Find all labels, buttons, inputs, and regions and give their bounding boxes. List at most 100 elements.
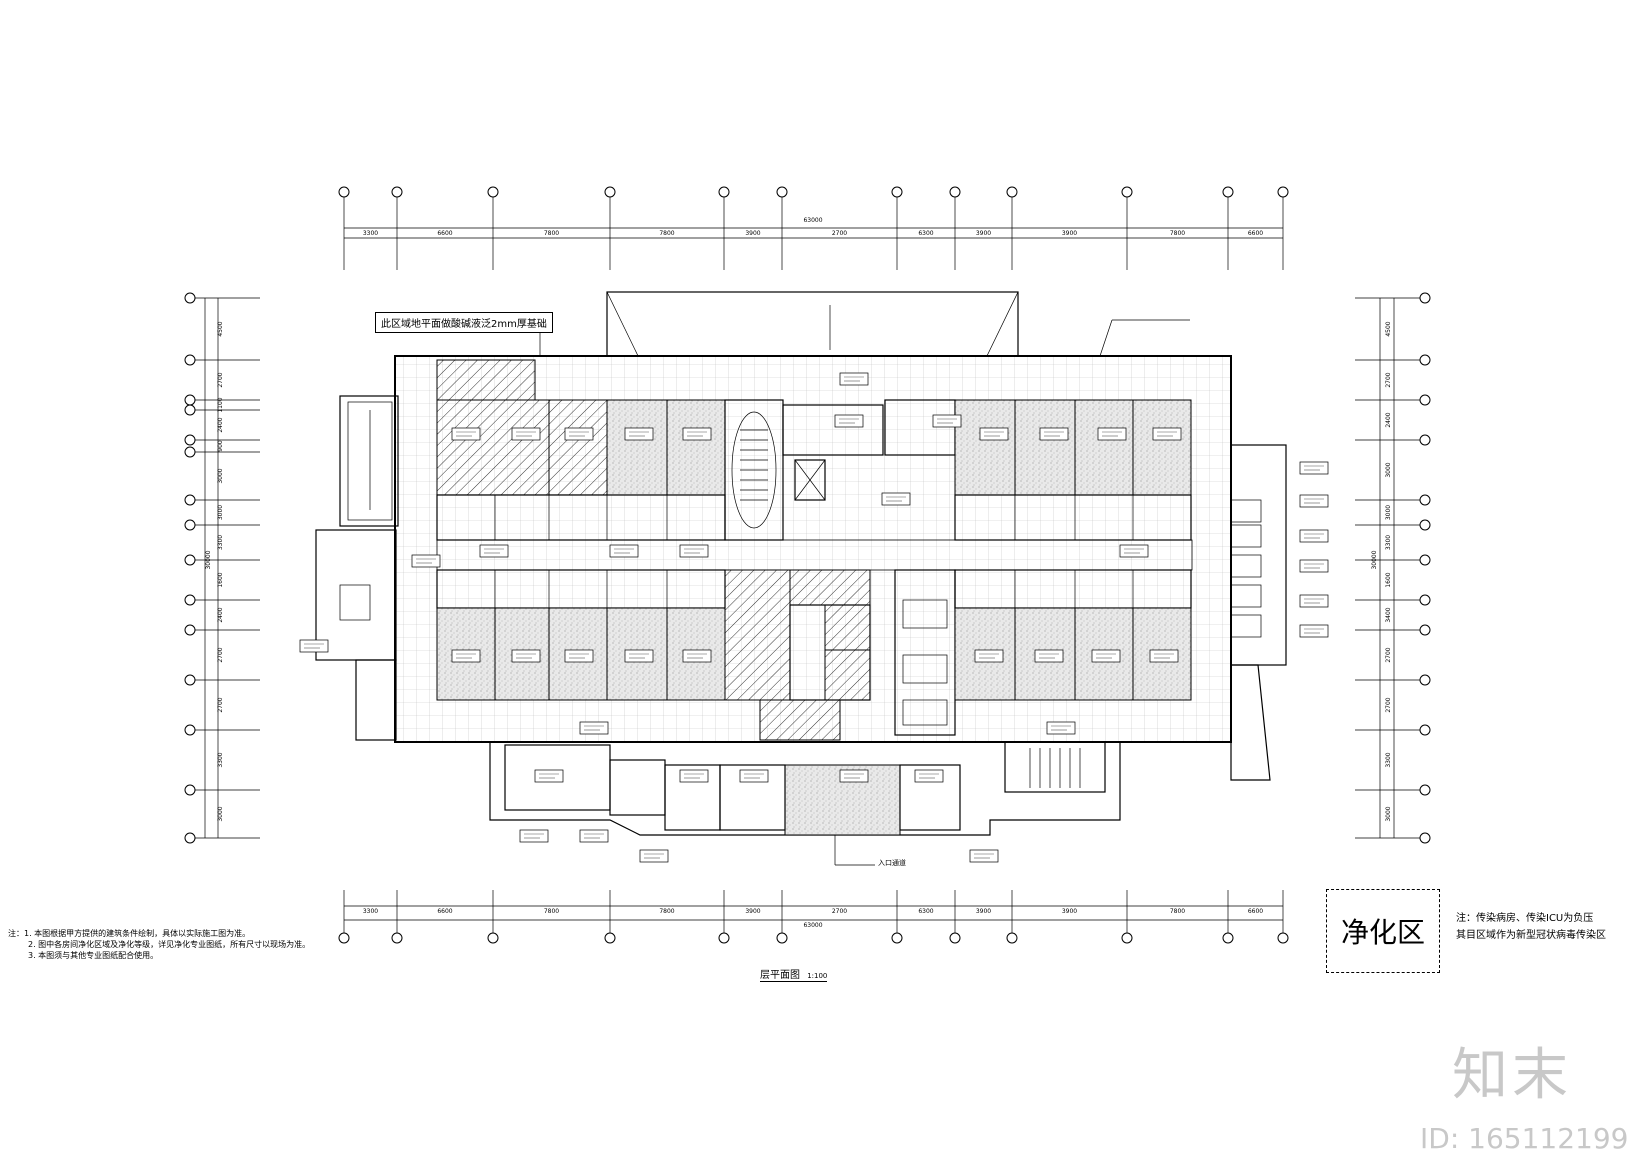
- bottom-dim-label: 3900: [745, 908, 760, 915]
- room-tag: [451, 427, 481, 441]
- left-dim-label: 3300: [217, 752, 224, 767]
- axis-bubble-top: [1121, 186, 1133, 198]
- left-dim-label: 1100: [217, 397, 224, 412]
- room-tag: [739, 769, 769, 783]
- right-dim-label: 2700: [1385, 372, 1392, 387]
- legend-note: 注：传染病房、传染ICU为负压 其目区域作为新型冠状病毒传染区: [1456, 910, 1646, 944]
- axis-bubble-left: [184, 446, 196, 458]
- south-ward-rooms: [436, 569, 1192, 741]
- axis-bubble-left: [184, 674, 196, 686]
- left-dim-label: 3000: [217, 505, 224, 520]
- axis-bubble-left: [184, 724, 196, 736]
- left-dim-label: 2700: [217, 372, 224, 387]
- watermark-id: ID: 165112199: [1420, 1122, 1629, 1155]
- axis-bubble-right: [1419, 724, 1431, 736]
- callout-lines: [539, 319, 1190, 866]
- axis-bubble-right: [1419, 519, 1431, 531]
- axis-bubble-bottom: [391, 932, 403, 944]
- right-dim-label: 3000: [1385, 806, 1392, 821]
- axis-bubble-bottom: [1006, 932, 1018, 944]
- left-dim-label: 900: [217, 440, 224, 452]
- axis-bubble-right: [1419, 354, 1431, 366]
- room-tag: [1299, 529, 1329, 543]
- right-dim-label: 3000: [1385, 462, 1392, 477]
- axis-bubble-top: [718, 186, 730, 198]
- bottom-dim-label: 7800: [659, 908, 674, 915]
- room-tag: [1152, 427, 1182, 441]
- left-dim-label: 1600: [217, 572, 224, 587]
- axis-bubble-top: [1222, 186, 1234, 198]
- left-dim-label: 2400: [217, 417, 224, 432]
- top-dim-label: 7800: [544, 230, 559, 237]
- room-tag: [679, 769, 709, 783]
- axis-bubble-bottom: [1222, 932, 1234, 944]
- axis-bubble-left: [184, 394, 196, 406]
- room-tag: [839, 372, 869, 386]
- top-dim-label: 7800: [659, 230, 674, 237]
- bottom-dim-label: 7800: [1170, 908, 1185, 915]
- top-dim-total: 63000: [803, 217, 822, 224]
- room-tag: [974, 649, 1004, 663]
- right-dim-label: 2700: [1385, 647, 1392, 662]
- left-dim-label: 3300: [217, 535, 224, 550]
- axis-bubble-bottom: [487, 932, 499, 944]
- top-dim-label: 3900: [976, 230, 991, 237]
- room-tag: [299, 639, 329, 653]
- room-tag: [1299, 594, 1329, 608]
- axis-bubble-right: [1419, 674, 1431, 686]
- axis-bubble-bottom: [1121, 932, 1133, 944]
- room-tag: [519, 829, 549, 843]
- axis-bubble-right: [1419, 594, 1431, 606]
- axis-bubble-top: [391, 186, 403, 198]
- room-tag: [639, 849, 669, 863]
- axis-bubble-top: [1277, 186, 1289, 198]
- axis-bubble-top: [604, 186, 616, 198]
- bottom-dim-label: 6300: [918, 908, 933, 915]
- axis-bubble-bottom: [776, 932, 788, 944]
- room-tag: [881, 492, 911, 506]
- left-dim-label: 2700: [217, 647, 224, 662]
- axis-bubble-right: [1419, 434, 1431, 446]
- bottom-callout-label: 入口通道: [878, 859, 906, 867]
- axis-bubble-top: [487, 186, 499, 198]
- axis-bubble-top: [338, 186, 350, 198]
- axis-bubble-top: [891, 186, 903, 198]
- bottom-dim-total: 63000: [803, 922, 822, 929]
- bottom-zone-rooms: [504, 744, 961, 831]
- axis-bubble-left: [184, 292, 196, 304]
- legend-note-line-1: 注：传染病房、传染ICU为负压: [1456, 913, 1594, 924]
- axis-bubble-right: [1419, 494, 1431, 506]
- room-tag: [969, 849, 999, 863]
- room-tag: [564, 427, 594, 441]
- left-dim-label: 3000: [217, 806, 224, 821]
- north-ward-rooms: [436, 399, 1192, 541]
- axis-bubble-left: [184, 554, 196, 566]
- room-tag: [511, 427, 541, 441]
- legend-note-line-2: 其目区域作为新型冠状病毒传染区: [1456, 930, 1606, 941]
- axis-bubble-bottom: [718, 932, 730, 944]
- right-dim-label: 3300: [1385, 535, 1392, 550]
- right-dim-label: 1600: [1385, 572, 1392, 587]
- room-tag: [979, 427, 1009, 441]
- left-dim-label: 2700: [217, 697, 224, 712]
- left-dim-label: 4500: [217, 321, 224, 336]
- right-dim-total: 30000: [1371, 550, 1378, 569]
- room-tag: [1091, 649, 1121, 663]
- axis-bubble-left: [184, 354, 196, 366]
- room-tag: [682, 427, 712, 441]
- bottom-dim-label: 7800: [544, 908, 559, 915]
- room-tag: [1034, 649, 1064, 663]
- right-dim-label: 4500: [1385, 321, 1392, 336]
- room-tag: [914, 769, 944, 783]
- top-dim-label: 3900: [1062, 230, 1077, 237]
- axis-bubble-left: [184, 519, 196, 531]
- room-tag: [839, 769, 869, 783]
- right-dim-label: 2400: [1385, 412, 1392, 427]
- right-dim-label: 3400: [1385, 607, 1392, 622]
- legend-cleanzone-box: 净化区: [1326, 889, 1440, 973]
- room-tag: [932, 414, 962, 428]
- bottom-dim-label: 6600: [1248, 908, 1263, 915]
- room-tag: [682, 649, 712, 663]
- building-footprint: [315, 291, 1287, 836]
- axis-bubble-right: [1419, 394, 1431, 406]
